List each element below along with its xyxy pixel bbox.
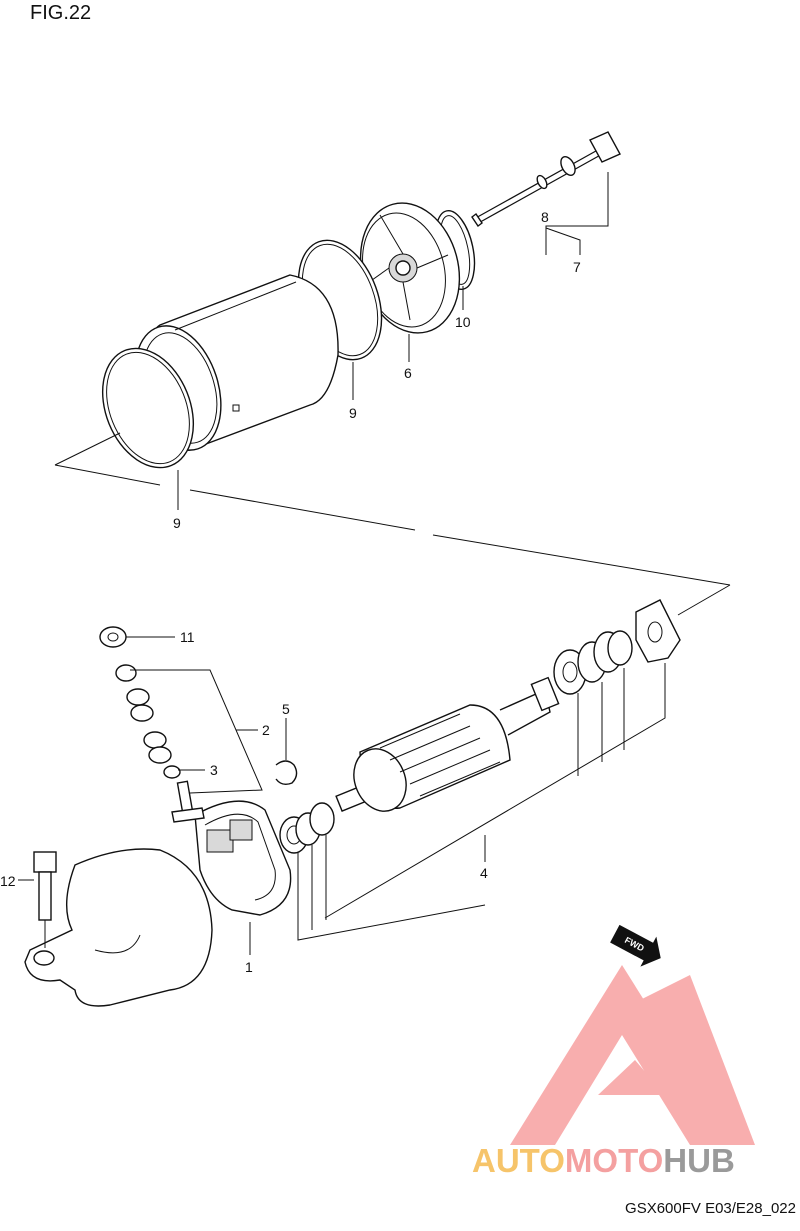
washer-right-4 xyxy=(607,630,633,666)
guide-lines xyxy=(54,432,731,616)
o-ring-9-lower xyxy=(101,347,195,469)
callout-6: 6 xyxy=(404,365,412,381)
callout-4: 4 xyxy=(480,865,488,881)
callout-11: 11 xyxy=(180,629,195,645)
mounting-bolt xyxy=(33,851,57,921)
watermark-auto: AUTO xyxy=(472,1142,565,1179)
callout-10: 10 xyxy=(455,314,471,330)
lock-plate xyxy=(635,599,681,663)
fwd-arrow xyxy=(610,924,661,967)
terminal-bolt xyxy=(171,780,205,823)
armature xyxy=(335,676,560,812)
callout-9-lower: 9 xyxy=(173,515,181,531)
callout-2: 2 xyxy=(262,722,270,738)
front-housing xyxy=(24,848,213,1007)
nut xyxy=(99,626,127,648)
callout-9-upper: 9 xyxy=(349,405,357,421)
watermark-moto: MOTO xyxy=(565,1142,663,1179)
callout-3: 3 xyxy=(210,762,218,778)
end-cover xyxy=(359,202,461,334)
watermark-hub: HUB xyxy=(663,1142,735,1179)
washer-lower-3 xyxy=(309,802,335,836)
callout-5: 5 xyxy=(282,701,290,717)
figure-title: FIG.22 xyxy=(30,2,92,24)
callout-8: 8 xyxy=(541,209,549,225)
watermark-text: AUTOMOTOHUB xyxy=(472,1142,735,1179)
reference-code: GSX600FV E03/E28_022 xyxy=(625,1200,796,1217)
washer-stack xyxy=(115,664,181,779)
callout-7: 7 xyxy=(573,259,581,275)
through-bolt xyxy=(471,131,621,228)
leader-lines xyxy=(18,172,666,955)
callout-1: 1 xyxy=(245,959,253,975)
watermark-logo xyxy=(510,965,755,1145)
brush-spring xyxy=(275,760,298,786)
callout-labels: 1 2 3 4 5 6 7 8 9 9 10 11 12 xyxy=(0,209,581,975)
callout-12: 12 xyxy=(0,873,16,889)
brush-holder-plate xyxy=(194,800,292,916)
